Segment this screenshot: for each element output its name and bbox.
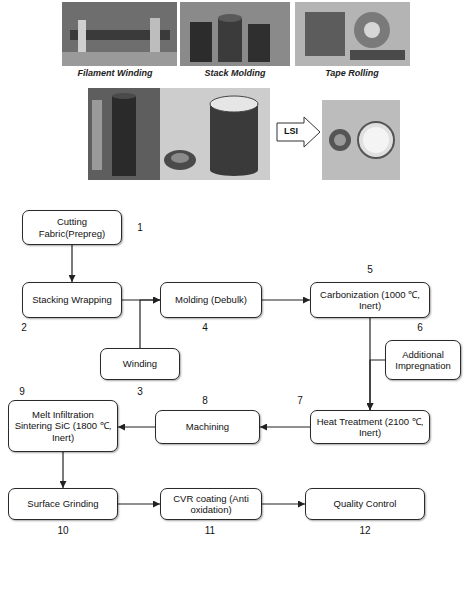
flow-arrow	[262, 299, 310, 300]
callout-number: 3	[137, 386, 143, 397]
box-text: Molding (Debulk)	[175, 294, 247, 305]
process-box: Heat Treatment (2100 ℃, Inert)	[310, 410, 430, 444]
box-text: Melt Infiltration Sintering SiC (1800 ℃,…	[14, 409, 112, 443]
box-text: Additional Impregnation	[391, 349, 455, 372]
process-box: Cutting Fabric(Prepreg)	[22, 210, 122, 245]
callout-number: 4	[202, 322, 208, 333]
callout-number: 10	[57, 525, 68, 536]
arrow-label: LSI	[284, 126, 298, 136]
callout-number: 9	[19, 386, 25, 397]
callout-number: 7	[297, 395, 303, 406]
box-text: Carbonization (1000 ℃, Inert)	[316, 289, 424, 312]
process-box: Carbonization (1000 ℃, Inert)	[310, 282, 430, 318]
process-box: CVR coating (Anti oxidation)	[160, 488, 262, 520]
process-box: Melt Infiltration Sintering SiC (1800 ℃,…	[8, 400, 118, 452]
photo-caption: Filament Winding	[78, 68, 153, 78]
callout-number: 8	[202, 395, 208, 406]
process-box: Molding (Debulk)	[160, 282, 262, 318]
box-text: Winding	[123, 358, 157, 369]
photo-row	[88, 88, 400, 180]
box-text: Heat Treatment (2100 ℃, Inert)	[316, 416, 424, 439]
callout-number: 2	[21, 322, 27, 333]
flow-arrow	[118, 503, 160, 504]
flow-arrow	[370, 360, 385, 410]
callout-number: 5	[367, 264, 373, 275]
flow-arrow	[62, 452, 63, 488]
photo-strip	[62, 2, 410, 66]
box-text: Quality Control	[334, 498, 397, 509]
flow-arrow	[262, 503, 305, 504]
flow-arrow	[71, 245, 72, 282]
box-text: Machining	[186, 421, 229, 432]
callout-number: 12	[359, 525, 370, 536]
box-text: Surface Grinding	[27, 498, 98, 509]
process-box: Stacking Wrapping	[22, 282, 122, 318]
process-box: Machining	[155, 410, 260, 444]
box-text: Stacking Wrapping	[32, 294, 112, 305]
callout-number: 11	[205, 525, 215, 536]
process-box: Surface Grinding	[8, 488, 118, 520]
flow-arrow	[140, 300, 160, 348]
photo-caption: Stack Molding	[204, 68, 265, 78]
process-box: Additional Impregnation	[385, 340, 461, 380]
callout-number: 6	[417, 322, 423, 333]
process-box: Winding	[100, 348, 180, 380]
flow-arrow	[118, 426, 155, 427]
callout-number: 1	[137, 222, 143, 233]
lsi-arrow	[277, 117, 320, 147]
flow-arrow	[260, 426, 310, 427]
box-text: CVR coating (Anti oxidation)	[166, 493, 256, 516]
process-box: Quality Control	[305, 488, 425, 520]
box-text: Cutting Fabric(Prepreg)	[28, 216, 116, 239]
photo-caption: Tape Rolling	[325, 68, 379, 78]
